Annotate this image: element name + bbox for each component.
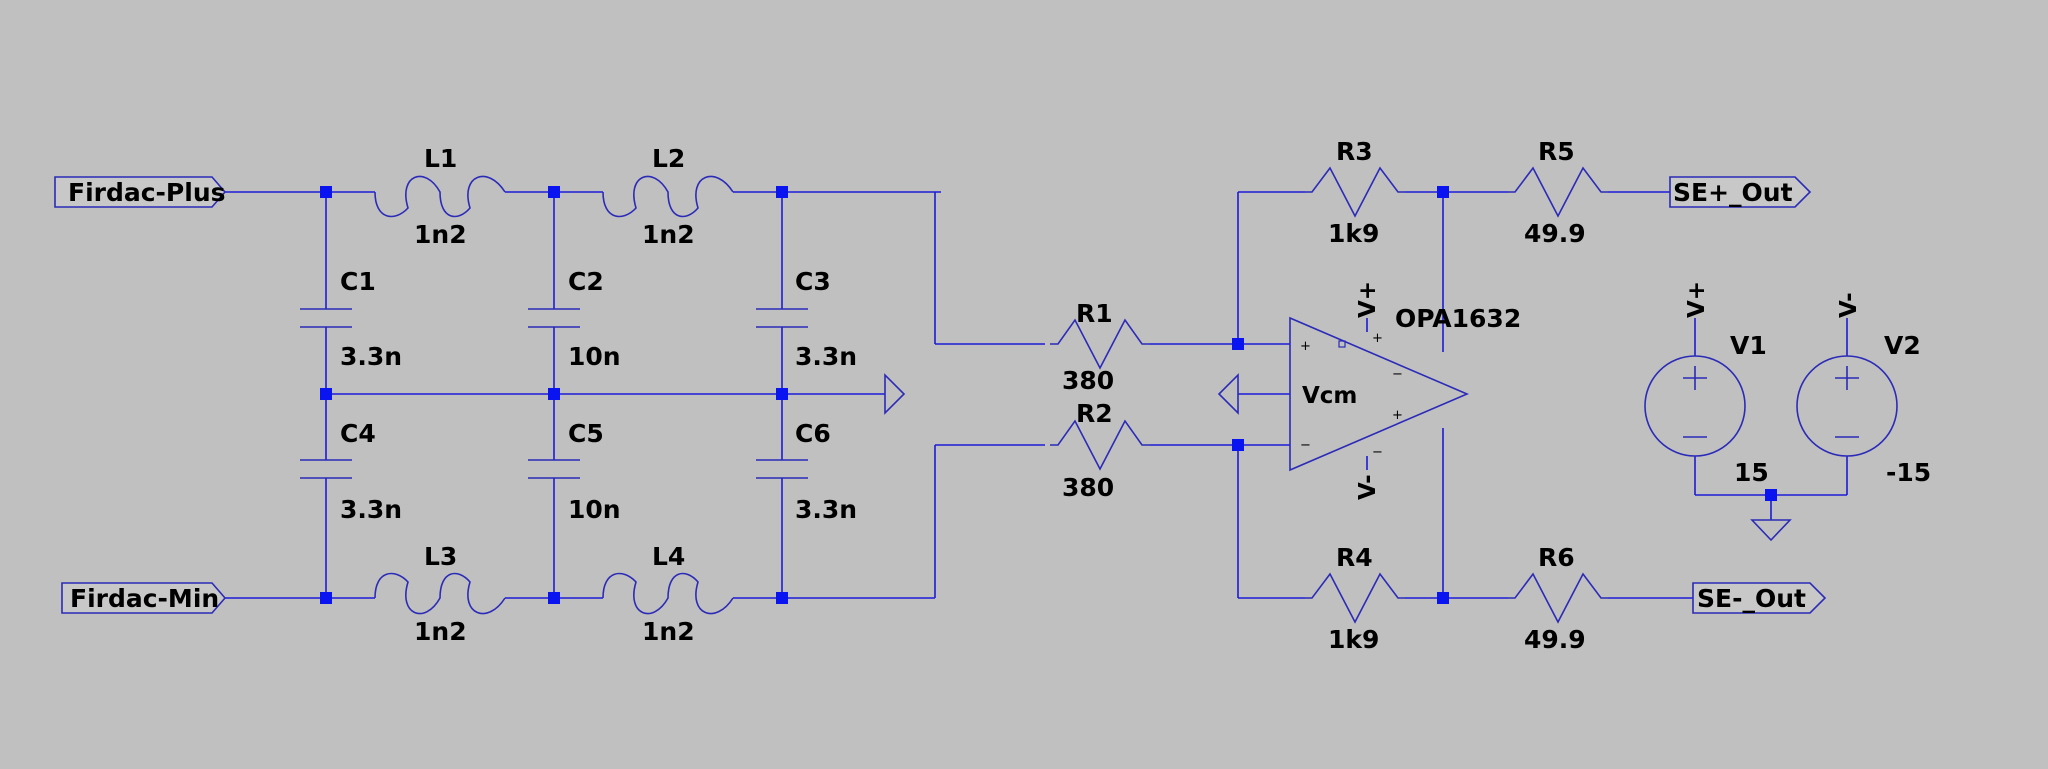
capacitor-c2[interactable]: C2 10n bbox=[528, 267, 621, 371]
ground-filter-icon bbox=[884, 373, 906, 415]
junction-dot bbox=[1437, 592, 1449, 604]
junction-dot bbox=[776, 186, 788, 198]
port-label: Firdac-Plus bbox=[68, 178, 226, 207]
inductor-name: L3 bbox=[424, 542, 457, 571]
opamp-in-plus-sign: + bbox=[1300, 339, 1311, 354]
opamp-vcm-label: Vcm bbox=[1302, 383, 1357, 409]
inductor-value: 1n2 bbox=[414, 617, 467, 646]
inductor-name: L2 bbox=[652, 144, 685, 173]
junction-dot bbox=[548, 186, 560, 198]
capacitor-c1[interactable]: C1 3.3n bbox=[300, 267, 402, 371]
junction-dot bbox=[1232, 439, 1244, 451]
junction-dot bbox=[1437, 186, 1449, 198]
opamp-vplus-label: V+ bbox=[1355, 281, 1381, 318]
capacitor-c5[interactable]: C5 10n bbox=[528, 419, 621, 524]
resistor-r2[interactable]: R2 380 bbox=[1050, 399, 1150, 502]
resistor-r6[interactable]: R6 49.9 bbox=[1508, 543, 1608, 654]
capacitor-value: 3.3n bbox=[340, 342, 402, 371]
opamp-in-minus-sign: − bbox=[1300, 438, 1311, 453]
capacitor-name: C5 bbox=[568, 419, 604, 448]
capacitor-value: 10n bbox=[568, 342, 621, 371]
junction-dot bbox=[548, 592, 560, 604]
port-label: Firdac-Min bbox=[70, 584, 219, 613]
junction-dot bbox=[776, 592, 788, 604]
source-name: V2 bbox=[1884, 331, 1921, 360]
opamp-supply-minus-sign: − bbox=[1372, 445, 1383, 460]
port-firdac-min[interactable]: Firdac-Min bbox=[61, 582, 227, 614]
capacitor-value: 3.3n bbox=[795, 495, 857, 524]
resistor-r4[interactable]: R4 1k9 bbox=[1305, 543, 1405, 654]
port-firdac-plus[interactable]: Firdac-Plus bbox=[54, 176, 227, 208]
port-label: SE-_Out bbox=[1697, 584, 1806, 613]
opamp-out-plus-sign: + bbox=[1392, 408, 1403, 423]
source-name: V1 bbox=[1730, 331, 1767, 360]
resistor-value: 1k9 bbox=[1328, 219, 1379, 248]
inductor-l3[interactable]: L3 1n2 bbox=[374, 542, 506, 646]
ground-vcm-icon bbox=[1217, 373, 1239, 415]
capacitor-c3[interactable]: C3 3.3n bbox=[756, 267, 857, 371]
resistor-value: 49.9 bbox=[1524, 219, 1586, 248]
resistor-value: 380 bbox=[1062, 366, 1114, 395]
capacitor-name: C1 bbox=[340, 267, 376, 296]
source-v1[interactable]: V1 15 V+ bbox=[1644, 281, 1769, 487]
port-se-plus-out[interactable]: SE+_Out bbox=[1669, 176, 1812, 208]
wires bbox=[225, 191, 1848, 599]
junction-dot bbox=[776, 388, 788, 400]
junction-dot bbox=[1765, 489, 1777, 501]
capacitor-value: 3.3n bbox=[795, 342, 857, 371]
junction-dot bbox=[548, 388, 560, 400]
junctions bbox=[320, 186, 1777, 604]
capacitor-value: 3.3n bbox=[340, 495, 402, 524]
junction-dot bbox=[320, 388, 332, 400]
resistor-r1[interactable]: R1 380 bbox=[1050, 299, 1150, 395]
inductor-value: 1n2 bbox=[642, 220, 695, 249]
ground-supply-icon bbox=[1750, 519, 1792, 542]
source-net-label: V- bbox=[1836, 292, 1862, 318]
inductor-l2[interactable]: L2 1n2 bbox=[602, 144, 734, 249]
opamp-name: OPA1632 bbox=[1395, 304, 1521, 333]
resistor-value: 380 bbox=[1062, 473, 1114, 502]
source-value: 15 bbox=[1734, 458, 1769, 487]
resistor-r5[interactable]: R5 49.9 bbox=[1508, 137, 1608, 248]
capacitor-name: C3 bbox=[795, 267, 831, 296]
resistor-name: R2 bbox=[1076, 399, 1113, 428]
inductor-value: 1n2 bbox=[414, 220, 467, 249]
source-v2[interactable]: V2 -15 V- bbox=[1796, 292, 1931, 487]
source-net-label: V+ bbox=[1684, 281, 1710, 318]
capacitor-name: C4 bbox=[340, 419, 376, 448]
inductor-name: L4 bbox=[652, 542, 685, 571]
resistor-name: R5 bbox=[1538, 137, 1575, 166]
resistor-r3[interactable]: R3 1k9 bbox=[1305, 137, 1405, 248]
capacitor-name: C2 bbox=[568, 267, 604, 296]
opamp-vminus-label: V- bbox=[1355, 474, 1381, 500]
port-label: SE+_Out bbox=[1673, 178, 1793, 207]
resistor-value: 49.9 bbox=[1524, 625, 1586, 654]
junction-dot bbox=[1232, 338, 1244, 350]
inductor-name: L1 bbox=[424, 144, 457, 173]
capacitor-name: C6 bbox=[795, 419, 831, 448]
port-se-minus-out[interactable]: SE-_Out bbox=[1692, 582, 1827, 614]
inductor-l1[interactable]: L1 1n2 bbox=[374, 144, 506, 249]
source-value: -15 bbox=[1886, 458, 1931, 487]
resistor-name: R6 bbox=[1538, 543, 1575, 572]
resistor-name: R3 bbox=[1336, 137, 1373, 166]
capacitor-c6[interactable]: C6 3.3n bbox=[756, 419, 857, 524]
opamp-out-minus-sign: − bbox=[1392, 367, 1403, 382]
resistor-value: 1k9 bbox=[1328, 625, 1379, 654]
inductor-l4[interactable]: L4 1n2 bbox=[602, 542, 734, 646]
resistor-name: R1 bbox=[1076, 299, 1113, 328]
capacitor-c4[interactable]: C4 3.3n bbox=[300, 419, 402, 524]
resistor-name: R4 bbox=[1336, 543, 1373, 572]
opamp-opa1632[interactable]: Vcm + − + − − + OPA1632 V+ V- bbox=[1289, 281, 1521, 500]
junction-dot bbox=[320, 592, 332, 604]
inductor-value: 1n2 bbox=[642, 617, 695, 646]
junction-dot bbox=[320, 186, 332, 198]
capacitor-value: 10n bbox=[568, 495, 621, 524]
opamp-supply-plus-sign: + bbox=[1372, 331, 1383, 346]
